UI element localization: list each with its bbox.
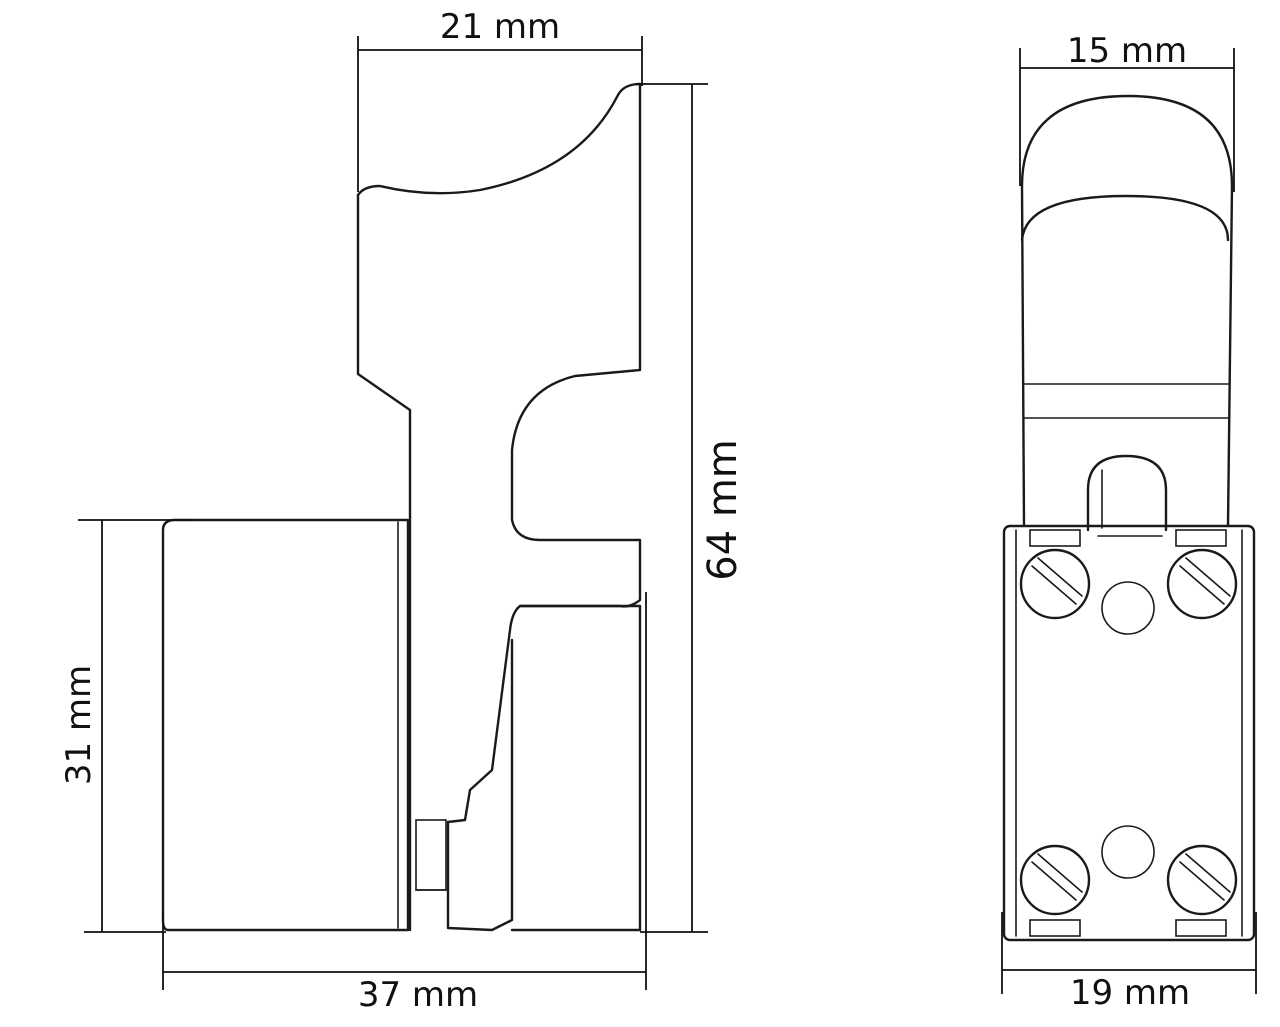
dim-body-width-label: 19 mm (1070, 973, 1190, 1013)
screw-top-left (1019, 548, 1091, 620)
side-trigger-lower (510, 604, 642, 932)
dim-top-width-label: 21 mm (440, 7, 560, 47)
terminal-clip-top-right (1175, 529, 1227, 547)
front-switch-body (1002, 524, 1256, 942)
dim-body-height-label: 31 mm (59, 665, 99, 785)
dim-total-height-label: 64 mm (700, 439, 746, 581)
front-hole-top (1101, 581, 1155, 635)
side-trigger-outline (356, 82, 642, 932)
dim-trigger-width: 15 mm (1019, 31, 1235, 192)
dim-top-width: 21 mm (357, 7, 643, 192)
front-plunger-arch (1086, 454, 1168, 532)
front-trigger-cap (1020, 94, 1234, 188)
dim-trigger-width-label: 15 mm (1067, 31, 1187, 71)
dim-total-width-label: 37 mm (358, 975, 478, 1015)
screw-bottom-right (1166, 844, 1238, 916)
terminal-clip-bottom-left (1029, 919, 1081, 937)
dim-total-height: 64 mm (636, 83, 746, 933)
screw-top-right (1166, 548, 1238, 620)
dim-body-width: 19 mm (1001, 912, 1257, 1013)
terminal-clip-bottom-right (1175, 919, 1227, 937)
side-housing-block (161, 518, 410, 932)
front-view: 15 mm 19 mm (1001, 31, 1257, 1013)
side-trigger-stem (356, 193, 412, 932)
front-hole-bottom (1101, 825, 1155, 879)
side-view: 21 mm 64 mm 31 mm 37 mm (59, 7, 746, 1015)
side-plunger (415, 819, 447, 891)
terminal-clip-top-left (1029, 529, 1081, 547)
front-trigger-inner-arch (1020, 194, 1230, 242)
screw-bottom-left (1019, 844, 1091, 916)
dim-body-height: 31 mm (59, 519, 190, 933)
dim-total-width: 37 mm (162, 592, 647, 1015)
